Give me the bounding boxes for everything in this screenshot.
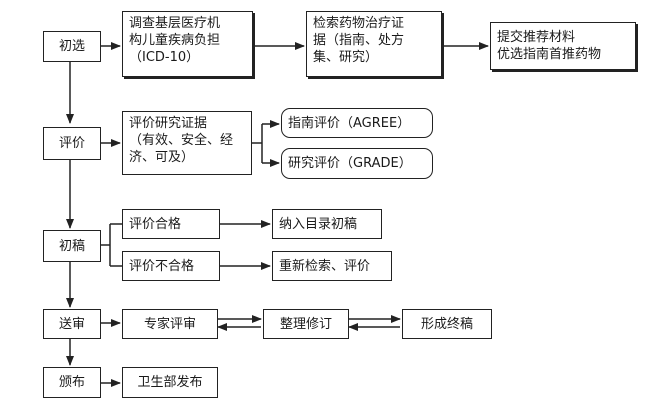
submit-recommendation-box: 提交推荐材料 优选指南首推药物 bbox=[490, 22, 636, 70]
moh-publish-box: 卫生部发布 bbox=[122, 367, 218, 398]
reeval-box: 重新检索、评价 bbox=[272, 251, 392, 281]
expert-review-box: 专家评审 bbox=[122, 309, 218, 339]
stage-chuxuan: 初选 bbox=[43, 31, 101, 62]
stage-banbu: 颁布 bbox=[43, 367, 101, 398]
final-draft-box: 形成终稿 bbox=[402, 309, 492, 339]
study-eval-box: 研究评价（GRADE） bbox=[281, 148, 433, 179]
stage-pingjia: 评价 bbox=[43, 127, 101, 160]
guideline-eval-box: 指南评价（AGREE） bbox=[281, 108, 433, 138]
eval-fail-box: 评价不合格 bbox=[122, 251, 220, 281]
retrieve-evidence-box: 检索药物治疗证 据（指南、处方 集、研究） bbox=[306, 11, 442, 77]
include-draft-box: 纳入目录初稿 bbox=[272, 209, 382, 239]
stage-chugao: 初稿 bbox=[43, 230, 101, 262]
revise-box: 整理修订 bbox=[263, 309, 349, 339]
eval-pass-box: 评价合格 bbox=[122, 209, 220, 239]
survey-disease-burden-box: 调查基层医疗机 构儿童疾病负担 （ICD-10） bbox=[122, 11, 253, 77]
evaluate-evidence-box: 评价研究证据 （有效、安全、经 济、可及） bbox=[122, 111, 252, 175]
stage-songshen: 送审 bbox=[43, 309, 101, 339]
